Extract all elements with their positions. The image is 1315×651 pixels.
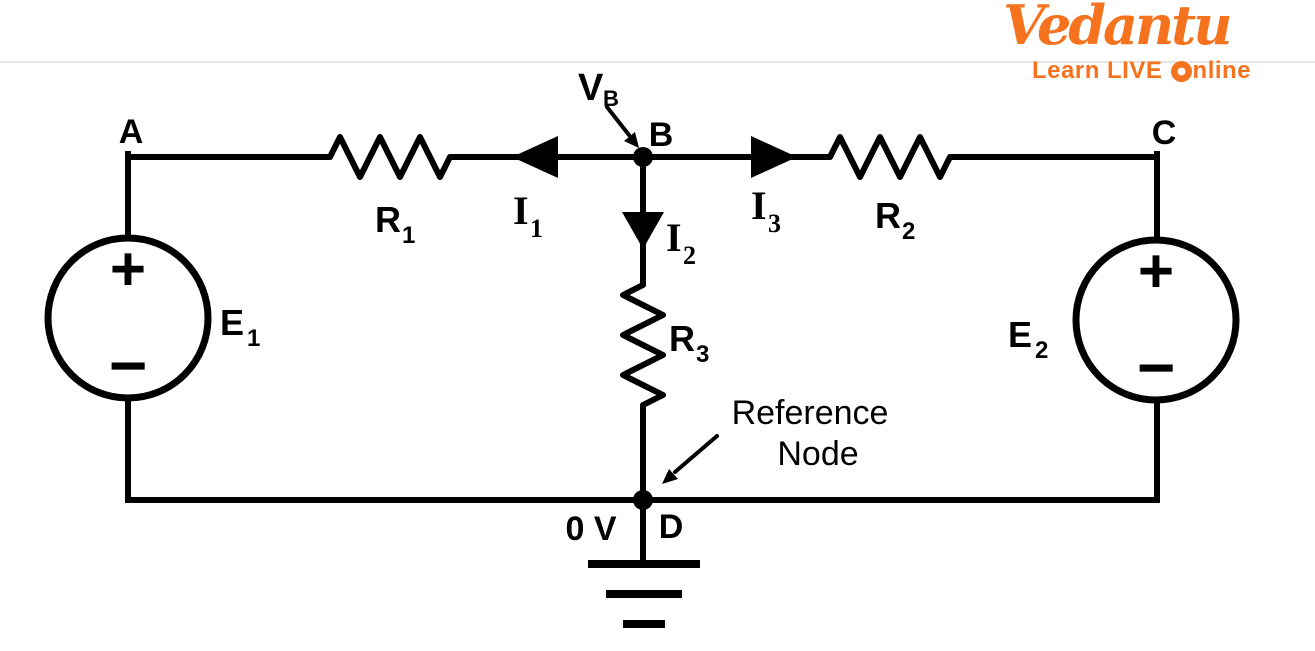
tagline-part2: nline (1192, 57, 1252, 84)
i3-label-sub: 3 (768, 209, 781, 238)
e1-minus-sign: − (109, 328, 148, 402)
e1-label: E (220, 302, 244, 343)
reference-pointer-arrowhead-icon (662, 469, 678, 484)
reference-node-label-line2: Node (777, 435, 858, 473)
current-i3-arrow-icon (751, 136, 797, 178)
node-b-label: B (649, 116, 674, 154)
brand-logo: Vedantu Learn LIVE O nline (1003, 0, 1303, 85)
e2-label-sub: 2 (1035, 337, 1048, 364)
i2-label: I (666, 215, 682, 260)
vb-pointer-line (605, 105, 631, 137)
tagline-part1: Learn LIVE (1032, 57, 1170, 84)
header-divider (0, 61, 1315, 63)
e2-plus-sign: + (1138, 237, 1174, 306)
i1-label-sub: 1 (530, 214, 543, 243)
tagline-o-disc-icon: O (1170, 60, 1192, 82)
current-i1-arrow-icon (512, 136, 558, 178)
current-i2-arrow-icon (622, 212, 664, 249)
r2-label: R (875, 195, 901, 236)
node-d-label: D (659, 508, 684, 546)
r3-label-sub: 3 (696, 341, 709, 368)
e2-minus-sign: − (1137, 330, 1176, 404)
r1-label: R (375, 199, 401, 240)
source-e1-circle (44, 234, 212, 402)
i3-label: I (751, 183, 767, 228)
node-a-label: A (119, 113, 144, 151)
r3-label: R (669, 318, 695, 359)
vb-pointer-arrowhead-icon (624, 132, 639, 148)
middle-branch-with-r3 (620, 154, 666, 503)
i2-label-sub: 2 (683, 241, 696, 270)
reference-node-label-line1: Reference (732, 394, 889, 432)
i1-label: I (513, 188, 529, 233)
source-e2-circle (1072, 236, 1240, 404)
reference-pointer-line (673, 434, 719, 474)
vb-label: V (578, 67, 604, 109)
node-c-label: C (1152, 114, 1177, 152)
vb-label-sub: B (603, 86, 619, 111)
node-b-dot (633, 147, 653, 167)
e1-plus-sign: + (110, 235, 146, 304)
e2-label: E (1008, 314, 1032, 355)
node-d-dot (633, 490, 653, 510)
r2-label-sub: 2 (902, 218, 915, 245)
brand-name: Vedantu (1003, 0, 1233, 57)
brand-tagline: Learn LIVE O nline (1032, 57, 1303, 85)
ground-voltage-label: 0 V (565, 510, 616, 548)
r1-label-sub: 1 (402, 222, 415, 249)
e1-label-sub: 1 (247, 325, 260, 352)
